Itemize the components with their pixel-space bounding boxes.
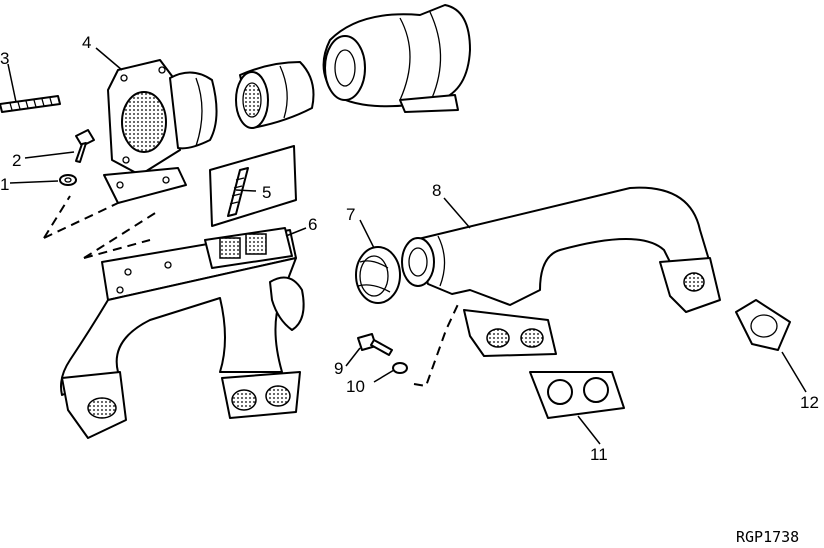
callout-8: 8: [432, 181, 441, 200]
bolt: [75, 129, 95, 163]
crossover-pipe: [401, 186, 721, 357]
callout-5: 5: [262, 183, 271, 202]
stud-inset: [209, 145, 297, 227]
double-port-gasket: [529, 371, 625, 419]
callout-10: 10: [346, 377, 365, 396]
callout-1: 1: [0, 175, 9, 194]
capscrew: [357, 333, 393, 356]
callout-11: 11: [590, 445, 608, 464]
callout-6: 6: [308, 215, 317, 234]
callout-3: 3: [0, 49, 9, 68]
turbocharger: [322, 4, 471, 113]
callout-9: 9: [334, 359, 343, 378]
seal-ring: [355, 246, 401, 304]
exhaust-manifold: [60, 227, 305, 439]
small-washer: [392, 362, 408, 374]
callout-7: 7: [346, 205, 355, 224]
callout-12: 12: [800, 393, 819, 412]
assembly-lines: [43, 195, 461, 388]
callout-4: 4: [82, 33, 91, 52]
reference-code: RGP1738: [736, 528, 799, 546]
washer: [59, 174, 77, 186]
single-port-gasket: [735, 299, 791, 351]
leader-lines: [7, 47, 807, 445]
stud: [0, 95, 61, 113]
callout-labels: 1 2 3 4 5 6 7 8 9 10 11 12 RGP1738: [0, 33, 819, 546]
adapter-sleeve: [235, 61, 315, 129]
callout-2: 2: [12, 151, 21, 170]
elbow-flange: [103, 59, 218, 204]
